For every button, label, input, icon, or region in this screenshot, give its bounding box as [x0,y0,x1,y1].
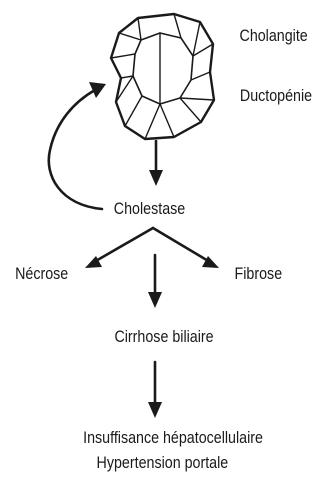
arrow-cholestase-to-necrose [85,228,153,268]
label-cholestase: Cholestase [114,200,186,218]
label-insuffisance-hepatocellulaire: Insuffisance hépatocellulaire [83,429,263,447]
label-necrose: Nécrose [15,265,68,283]
label-hypertension-portale: Hypertension portale [97,454,229,472]
label-cholangite: Cholangite [240,27,308,45]
label-ductopenie: Ductopénie [240,87,312,105]
arrow-lobule-to-cholestase [149,141,163,186]
label-cirrhose-biliaire: Cirrhose biliaire [114,328,213,346]
arrow-cirrhose-to-outcomes [148,362,162,418]
label-fibrose: Fibrose [235,265,283,283]
liver-lobule-icon [111,14,214,139]
arrow-cholestase-to-fibrose [153,228,219,268]
arrow-feedback-loop [49,82,106,209]
arrow-cholestase-to-cirrhose [148,255,162,308]
